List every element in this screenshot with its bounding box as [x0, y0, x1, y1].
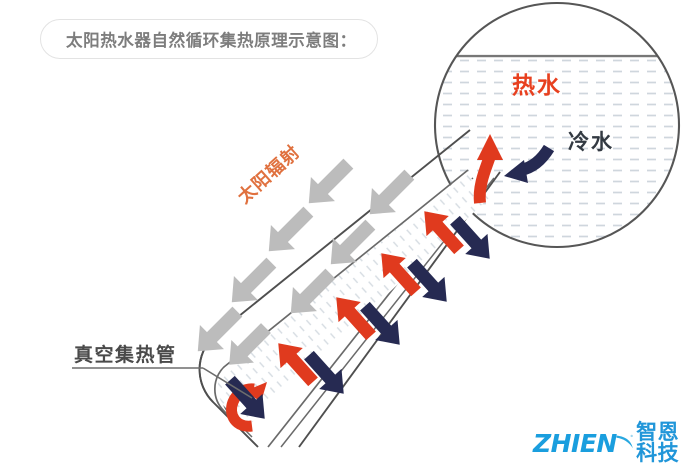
tube-inner-wall-upper: [214, 169, 469, 431]
hot-arrow: [381, 253, 421, 297]
solar-arrow: [268, 206, 314, 252]
solar-arrow: [231, 257, 277, 303]
vacuum-tube-leader-line: [72, 367, 253, 399]
logo-latin-text: ZHIEN: [533, 428, 617, 458]
brand-logo: ZHIEN 智恩科技: [533, 422, 700, 464]
solar-arrow: [290, 268, 336, 314]
cold-water-flow-arrows: [225, 144, 555, 419]
cold-arrow: [360, 301, 400, 345]
swoosh-icon: [616, 434, 633, 449]
tank-outline: [433, 1, 681, 249]
page-title: 太阳热水器自然循环集热原理示意图：: [66, 31, 357, 50]
tank-fill: [435, 3, 679, 247]
hot-arrow: [424, 211, 464, 255]
cold-arrow: [407, 258, 447, 302]
cold-arrow: [225, 375, 265, 419]
solar-arrow: [330, 219, 376, 265]
solar-arrow: [308, 158, 354, 204]
hot-arrow: [336, 297, 376, 341]
cold-arrow-into-tube: [504, 144, 555, 183]
solar-radiation-arrows: [197, 158, 415, 365]
hot-water-flow-arrows: [226, 134, 503, 432]
solar-arrow: [229, 323, 271, 365]
hot-water-label: 热水: [512, 73, 562, 99]
solar-arrow: [369, 169, 415, 215]
logo-chinese-text: 智恩科技: [636, 420, 680, 465]
vacuum-tube-label: 真空集热管: [74, 344, 177, 366]
title-pill-border: [40, 19, 378, 59]
cold-arrow: [304, 350, 344, 394]
hot-arrow: [278, 343, 318, 387]
cold-arrow: [450, 215, 490, 259]
solar-arrow: [197, 306, 243, 352]
hot-arrow-into-tank: [473, 134, 503, 204]
cold-water-label: 冷水: [568, 130, 614, 154]
